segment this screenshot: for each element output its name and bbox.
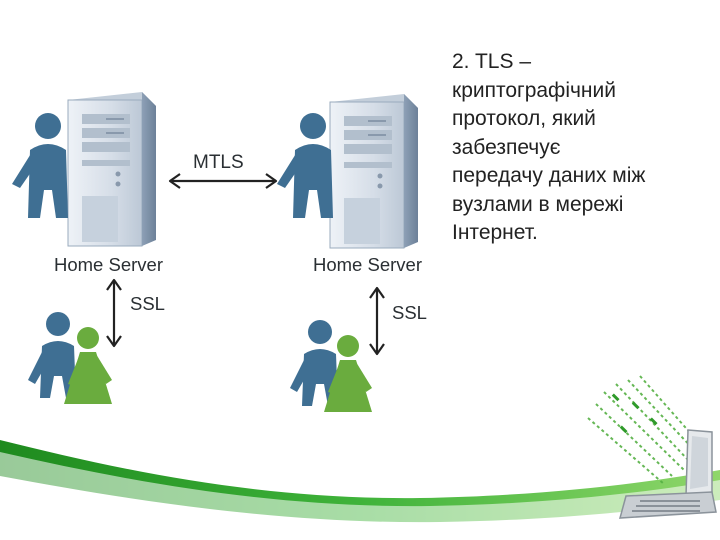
left-server-label: Home Server — [54, 254, 163, 275]
right-client-users-icon — [290, 320, 372, 412]
slide-text-line: 2. TLS – — [452, 50, 531, 73]
ssl-right-label: SSL — [392, 302, 427, 323]
slide-text-line: криптографічний — [452, 78, 616, 102]
slide-text-line: Інтернет. — [452, 221, 538, 244]
ssl-left-double-arrow — [106, 278, 122, 348]
mtls-label: MTLS — [193, 152, 244, 173]
right-server-label: Home Server — [313, 254, 422, 275]
slide-text-line: вузлами в мережі — [452, 192, 624, 216]
laptop-data-icon — [587, 375, 717, 519]
left-client-users-icon — [28, 312, 112, 404]
right-home-server-icon — [329, 94, 418, 249]
slide-text-line: передачу даних між — [452, 164, 646, 187]
slide-text-line: протокол, який — [452, 107, 596, 130]
right-user-icon — [277, 113, 333, 218]
slide-body-text: 2. TLS – криптографічний протокол, який … — [452, 48, 702, 248]
ssl-left-label: SSL — [130, 293, 165, 314]
left-user-icon — [12, 113, 68, 218]
slide-text-line: забезпечує — [452, 135, 561, 159]
left-home-server-icon — [67, 92, 156, 247]
decorative-green-wave — [0, 428, 720, 540]
mtls-double-arrow — [168, 173, 278, 189]
ssl-right-double-arrow — [369, 286, 385, 356]
